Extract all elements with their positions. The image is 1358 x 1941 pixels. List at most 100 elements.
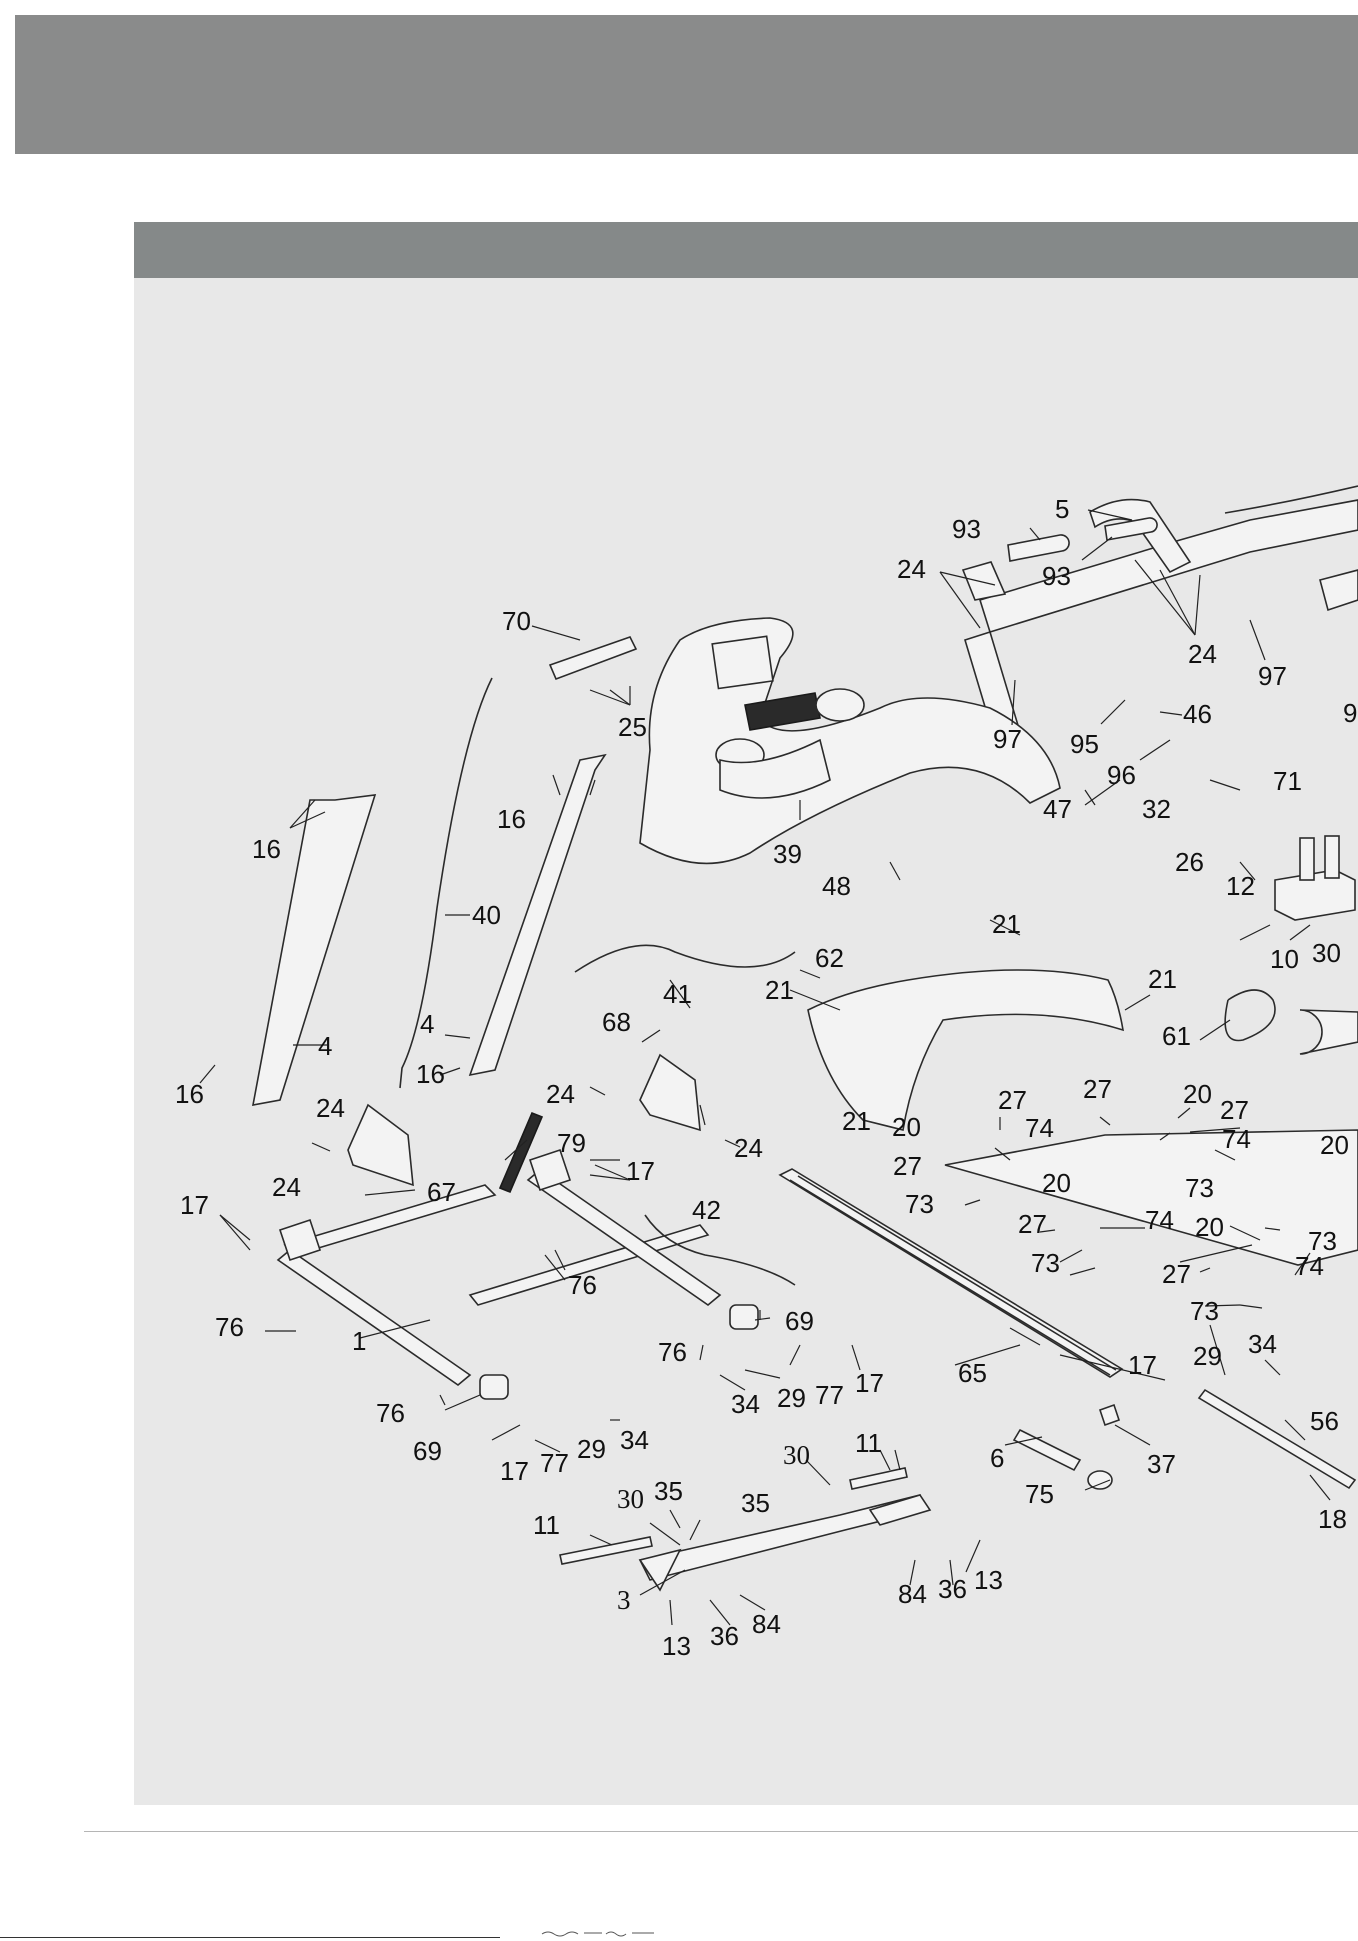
label-97: 97 xyxy=(993,724,1022,754)
label-35: 35 xyxy=(654,1476,683,1506)
label-13: 13 xyxy=(662,1631,691,1661)
label-11: 11 xyxy=(533,1510,560,1540)
label-93: 93 xyxy=(1042,561,1071,591)
label-73: 73 xyxy=(1308,1226,1337,1256)
label-73: 73 xyxy=(1031,1248,1060,1278)
label-20: 20 xyxy=(1042,1168,1071,1198)
label-34: 34 xyxy=(620,1425,649,1455)
footer-scribble xyxy=(541,1931,654,1937)
label-4: 4 xyxy=(318,1031,332,1061)
label-69: 69 xyxy=(413,1436,442,1466)
label-61: 61 xyxy=(1162,1021,1191,1051)
label-56: 56 xyxy=(1310,1406,1339,1436)
label-24: 24 xyxy=(316,1093,345,1123)
label-29: 29 xyxy=(1193,1341,1222,1371)
label-62: 62 xyxy=(815,943,844,973)
label-1: 1 xyxy=(352,1326,366,1356)
label-42: 42 xyxy=(692,1195,721,1225)
tube-6 xyxy=(1012,1428,1082,1472)
label-17: 17 xyxy=(1128,1350,1157,1380)
wheel-69-a xyxy=(479,1374,509,1400)
label-76: 76 xyxy=(376,1398,405,1428)
label-97: 97 xyxy=(1258,661,1287,691)
label-27: 27 xyxy=(1083,1074,1112,1104)
motor-assembly xyxy=(1274,835,1358,1055)
label-17: 17 xyxy=(500,1456,529,1486)
label-77: 77 xyxy=(540,1448,569,1478)
label-21: 21 xyxy=(1148,964,1177,994)
belt-61 xyxy=(1224,989,1276,1042)
label-20: 20 xyxy=(892,1112,921,1142)
label-16: 16 xyxy=(252,834,281,864)
cap-75 xyxy=(1087,1470,1113,1490)
label-68: 68 xyxy=(602,1007,631,1037)
label-5: 5 xyxy=(1055,494,1069,524)
label-79: 79 xyxy=(557,1128,586,1158)
label-21: 21 xyxy=(842,1106,871,1136)
label-27: 27 xyxy=(1162,1259,1191,1289)
bracket-37 xyxy=(1098,1403,1121,1427)
label-67: 67 xyxy=(427,1177,456,1207)
label-26: 26 xyxy=(1175,847,1204,877)
label-70: 70 xyxy=(502,606,531,636)
label-71: 71 xyxy=(1273,766,1302,796)
base-frame xyxy=(276,1148,722,1387)
label-74: 74 xyxy=(1025,1113,1054,1143)
label-39: 39 xyxy=(773,839,802,869)
label-6: 6 xyxy=(990,1443,1004,1473)
label-30: 30 xyxy=(617,1484,644,1514)
label-34: 34 xyxy=(731,1389,760,1419)
label-37: 37 xyxy=(1147,1449,1176,1479)
grip-93-b xyxy=(1104,517,1158,541)
upright-right xyxy=(468,753,607,1077)
label-27: 27 xyxy=(1018,1209,1047,1239)
handrail-frame xyxy=(961,485,1358,742)
label-21: 21 xyxy=(765,975,794,1005)
grip-93-a xyxy=(1007,534,1070,562)
label-30: 30 xyxy=(1312,938,1341,968)
label-3: 3 xyxy=(617,1585,631,1615)
label-27: 27 xyxy=(1220,1095,1249,1125)
strip-79 xyxy=(498,1111,544,1194)
side-cover-68 xyxy=(639,1053,701,1132)
label-18: 18 xyxy=(1318,1504,1347,1534)
label-12: 12 xyxy=(1226,871,1255,901)
label-24: 24 xyxy=(272,1172,301,1202)
deck-rail-65 xyxy=(778,1168,1124,1378)
bolt-11-b xyxy=(849,1467,908,1490)
label-17: 17 xyxy=(855,1368,884,1398)
label-96: 96 xyxy=(1107,760,1136,790)
label-11: 11 xyxy=(855,1428,882,1458)
label-16: 16 xyxy=(175,1079,204,1109)
label-24: 24 xyxy=(734,1133,763,1163)
label-16: 16 xyxy=(416,1059,445,1089)
label-17: 17 xyxy=(180,1190,209,1220)
label-21: 21 xyxy=(992,909,1021,939)
cable-40 xyxy=(399,677,493,1089)
cable-41 xyxy=(574,944,796,973)
bolt-11-a xyxy=(559,1536,653,1565)
label-13: 13 xyxy=(974,1565,1003,1595)
label-30: 30 xyxy=(783,1440,810,1470)
deck-board xyxy=(944,1129,1358,1266)
label-73: 73 xyxy=(1190,1296,1219,1326)
label-74: 74 xyxy=(1145,1205,1174,1235)
label-36: 36 xyxy=(710,1621,739,1651)
top-banner xyxy=(15,15,1358,154)
label-65: 65 xyxy=(958,1358,987,1388)
label-20: 20 xyxy=(1183,1079,1212,1109)
label-93: 93 xyxy=(952,514,981,544)
label-77: 77 xyxy=(815,1380,844,1410)
label-34: 34 xyxy=(1248,1329,1277,1359)
label-17: 17 xyxy=(626,1156,655,1186)
label-48: 48 xyxy=(822,871,851,901)
label-24: 24 xyxy=(1188,639,1217,669)
label-27: 27 xyxy=(998,1085,1027,1115)
console xyxy=(639,617,1061,865)
label-41: 41 xyxy=(663,979,692,1009)
cable-42 xyxy=(644,1214,796,1286)
label-9: 9 xyxy=(1343,698,1357,728)
leader-lines xyxy=(199,509,1331,1626)
label-32: 32 xyxy=(1142,794,1171,824)
